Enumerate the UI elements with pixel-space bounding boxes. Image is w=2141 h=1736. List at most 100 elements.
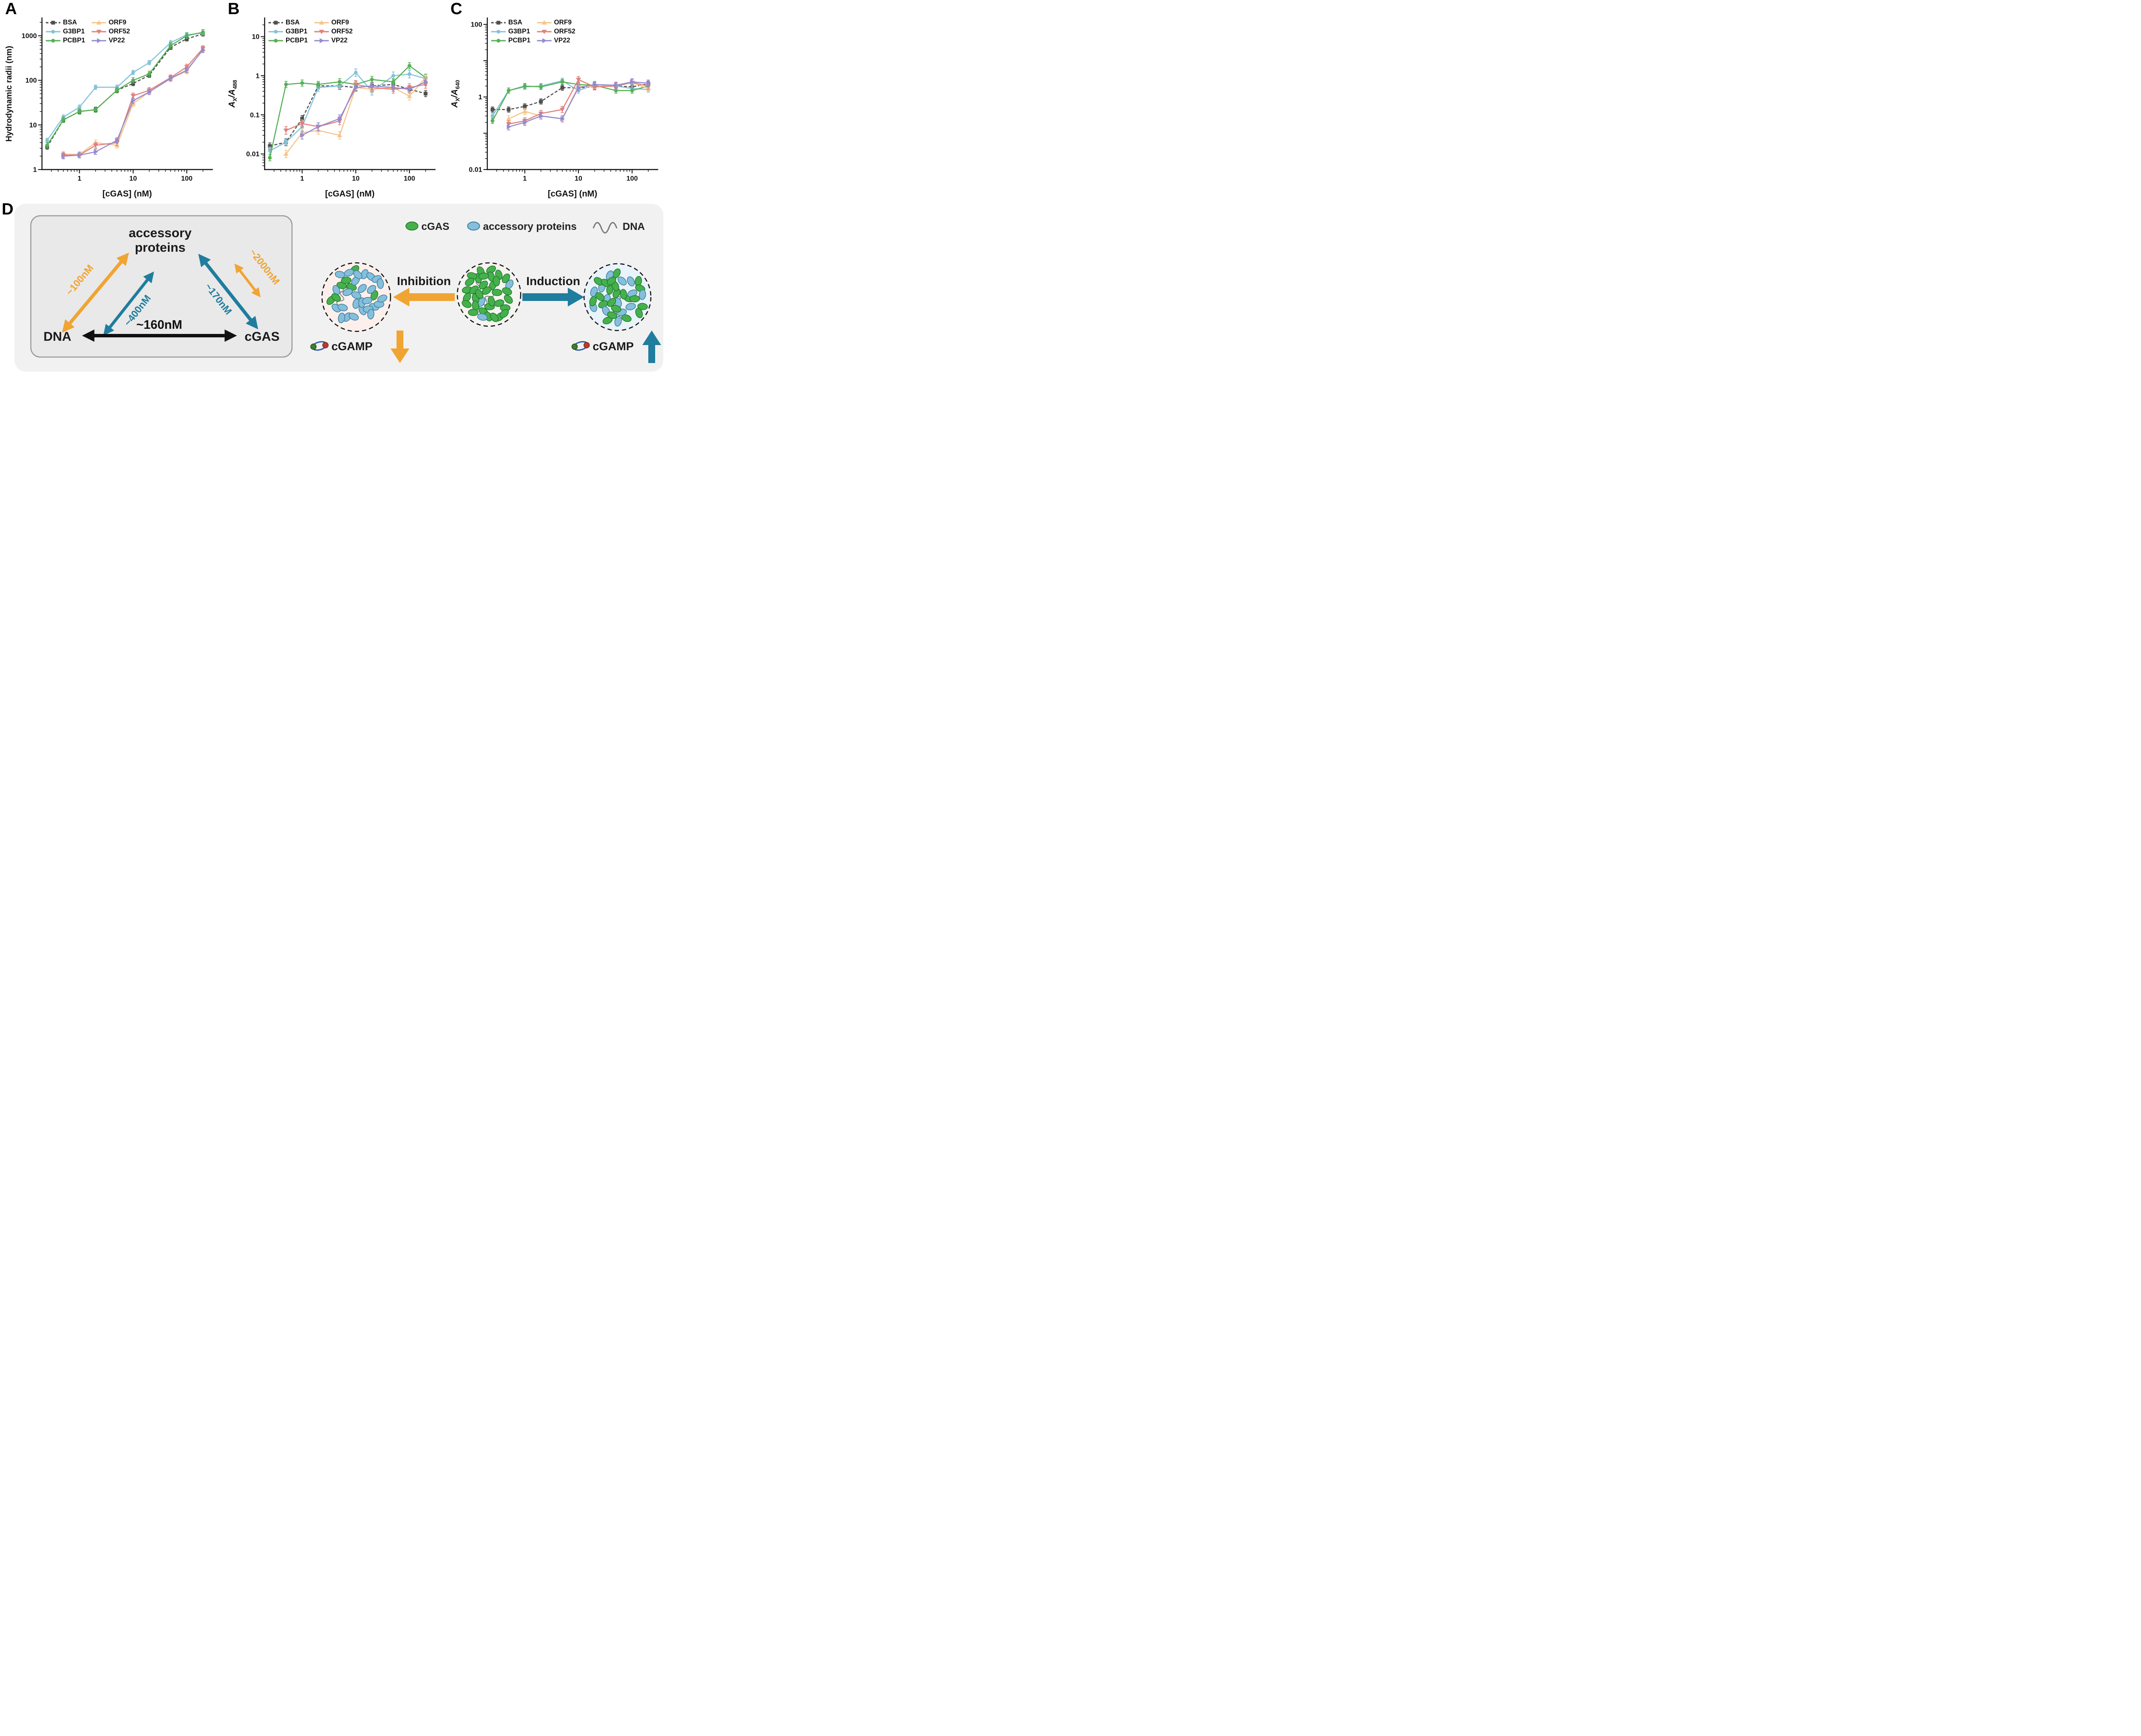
circle-marker bbox=[407, 72, 412, 76]
svg-text:10: 10 bbox=[352, 175, 360, 182]
triangle-right-marker bbox=[542, 38, 547, 43]
legend-label: VP22 bbox=[331, 37, 348, 44]
circle-marker bbox=[201, 30, 205, 34]
legend-label: ORF9 bbox=[331, 19, 349, 26]
circle-marker bbox=[370, 77, 374, 82]
legend-item-g3bp1: G3BP1 bbox=[45, 28, 85, 36]
panel-b-y-axis-label: AX/A488 bbox=[227, 30, 238, 158]
circle-marker bbox=[391, 80, 395, 84]
legend-item-g3bp1: G3BP1 bbox=[491, 28, 531, 36]
legend-item-orf9: ORF9 bbox=[537, 19, 576, 27]
triangle-right-marker bbox=[78, 152, 82, 158]
circle-marker bbox=[147, 60, 152, 65]
triangle-right-marker bbox=[539, 113, 544, 119]
circle-marker bbox=[337, 80, 342, 84]
legend-item-bsa: BSA bbox=[491, 19, 531, 27]
legend-key-triangle-down bbox=[91, 30, 106, 34]
accessory-protein-blob bbox=[638, 289, 646, 300]
panel-a-x-axis-label: [cGAS] (nM) bbox=[102, 189, 152, 199]
square-marker bbox=[268, 144, 272, 148]
legend-label: PCBP1 bbox=[508, 37, 531, 44]
square-marker bbox=[523, 104, 527, 108]
legend-label: G3BP1 bbox=[508, 28, 530, 35]
triangle-up-marker bbox=[541, 20, 547, 25]
panel-b-x-axis-label: [cGAS] (nM) bbox=[325, 189, 375, 199]
svg-text:100: 100 bbox=[626, 175, 638, 182]
cgas-blob bbox=[501, 273, 510, 283]
cgas-blob bbox=[504, 295, 513, 304]
legend-key-circle bbox=[491, 30, 506, 34]
cgamp-left-label: cGAMP bbox=[331, 340, 373, 353]
dna-legend-icon bbox=[593, 222, 617, 234]
legend-label: G3BP1 bbox=[286, 28, 307, 35]
svg-text:1: 1 bbox=[33, 167, 37, 174]
cgas-blob bbox=[462, 300, 472, 308]
triangle-right-marker bbox=[169, 76, 173, 81]
inhibition-arrow bbox=[393, 288, 455, 307]
cgas-blob bbox=[486, 265, 496, 274]
legend-item-bsa: BSA bbox=[268, 19, 308, 27]
triangle-right-marker bbox=[576, 85, 581, 90]
legend-key-triangle-right bbox=[537, 38, 552, 43]
cgas-blob bbox=[331, 293, 341, 302]
square-marker bbox=[496, 21, 501, 25]
panel-a-letter: A bbox=[5, 0, 17, 18]
svg-text:10: 10 bbox=[129, 175, 137, 182]
cgamp-molecule-icon bbox=[310, 341, 329, 351]
triangle-right-marker bbox=[201, 47, 206, 53]
circle-marker bbox=[300, 81, 304, 85]
triangle-down-marker bbox=[131, 94, 136, 98]
legend-label: ORF52 bbox=[108, 28, 130, 35]
legend-key-circle bbox=[46, 39, 60, 43]
svg-text:0.01: 0.01 bbox=[246, 151, 259, 158]
triangle-right-marker bbox=[316, 124, 321, 129]
triangle-right-marker bbox=[131, 98, 136, 104]
triangle-right-marker bbox=[523, 119, 528, 125]
triangle-up-marker bbox=[96, 20, 101, 25]
square-marker bbox=[507, 107, 511, 112]
legend-item-bsa: BSA bbox=[45, 19, 85, 27]
cgas-blob bbox=[500, 309, 509, 318]
legend-item-vp22: VP22 bbox=[537, 37, 576, 45]
induction-label: Induction bbox=[526, 274, 580, 288]
triangle-right-marker bbox=[614, 83, 619, 88]
triangle-right-marker bbox=[300, 133, 305, 138]
accessory-protein-blob bbox=[353, 270, 362, 280]
legend-label: VP22 bbox=[108, 37, 125, 44]
circle-marker bbox=[93, 85, 98, 89]
square-marker bbox=[490, 107, 495, 112]
legend-key-triangle-up bbox=[314, 20, 329, 25]
accessory-legend-icon bbox=[467, 221, 480, 231]
circle-marker bbox=[539, 85, 543, 89]
triangle-up-marker bbox=[319, 20, 324, 25]
svg-text:0.1: 0.1 bbox=[250, 112, 259, 119]
legend-item-orf52: ORF52 bbox=[91, 28, 130, 36]
series-line-g3bp1 bbox=[269, 72, 426, 152]
circle-marker bbox=[78, 110, 81, 113]
triangle-right-marker bbox=[185, 67, 190, 73]
cgas-blob bbox=[635, 308, 643, 319]
ylabel-denominator: /A bbox=[450, 89, 459, 98]
legend-key-triangle-right bbox=[314, 38, 329, 43]
circle-marker bbox=[391, 74, 395, 78]
cgas-blob bbox=[465, 277, 475, 286]
legend-label: ORF9 bbox=[108, 19, 127, 26]
svg-text:10: 10 bbox=[252, 33, 259, 41]
square-marker bbox=[131, 81, 135, 86]
legend-key-square bbox=[268, 21, 283, 25]
dna-legend-label: DNA bbox=[623, 221, 645, 232]
circle-marker bbox=[78, 105, 81, 109]
triangle-right-marker bbox=[423, 79, 428, 84]
triangle-up-marker bbox=[506, 116, 511, 121]
square-marker bbox=[300, 116, 304, 121]
accessory-protein-blob bbox=[377, 295, 388, 303]
legend-key-circle bbox=[46, 30, 60, 34]
triangle-right-marker bbox=[507, 124, 511, 130]
triangle-down-marker bbox=[93, 143, 98, 148]
circle-marker bbox=[354, 71, 358, 75]
legend-item-vp22: VP22 bbox=[314, 37, 353, 45]
accessory-proteins-node-line1: accessory bbox=[129, 226, 192, 240]
panel-c-letter: C bbox=[450, 0, 462, 18]
